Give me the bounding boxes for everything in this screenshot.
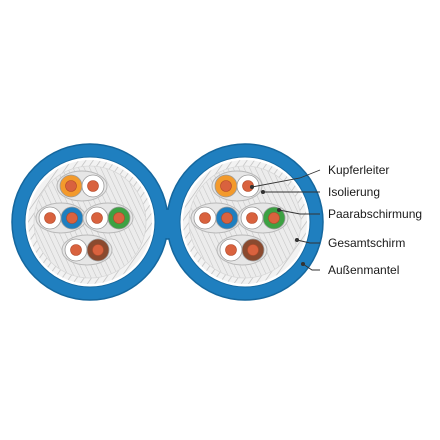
left-cable-pairs: [35, 170, 134, 266]
label-pair-shield: Paarabschirmung: [328, 207, 422, 221]
copper-conductor: [65, 180, 77, 192]
right-cable-pairs: [190, 170, 289, 266]
pair-brown: [216, 234, 268, 266]
leader-dot-copper: [249, 184, 255, 190]
leader-dot-insulation: [260, 189, 266, 195]
leader-copper: [251, 169, 321, 188]
copper-conductor: [70, 244, 82, 256]
copper-conductor: [225, 244, 237, 256]
copper-conductor: [91, 212, 103, 224]
leader-lines: [249, 169, 321, 271]
label-overall-shield: Gesamtschirm: [328, 236, 405, 250]
copper-conductor: [246, 212, 258, 224]
leader-dot-outer-jacket: [300, 261, 306, 267]
leader-dot-overall-shield: [294, 237, 300, 243]
leader-pair-shield: [278, 209, 320, 215]
copper-conductor: [66, 212, 78, 224]
copper-conductor: [268, 212, 280, 224]
copper-conductor: [92, 244, 104, 256]
pair-brown: [61, 234, 113, 266]
pair-blue: [35, 202, 87, 234]
leader-outer-jacket: [302, 263, 320, 271]
copper-conductor: [44, 212, 56, 224]
pair-orange: [211, 170, 263, 202]
pair-orange: [56, 170, 108, 202]
pairs-layer: [35, 170, 289, 266]
label-outer-jacket: Außenmantel: [328, 263, 399, 277]
copper-conductor: [221, 212, 233, 224]
copper-conductor: [220, 180, 232, 192]
copper-conductor: [87, 180, 99, 192]
label-copper-conductor: Kupferleiter: [328, 163, 389, 177]
leader-dot-pair-shield: [276, 207, 282, 213]
copper-conductor: [247, 244, 259, 256]
copper-conductor: [113, 212, 125, 224]
pair-green: [82, 202, 134, 234]
pair-green: [237, 202, 289, 234]
label-insulation: Isolierung: [328, 185, 380, 199]
copper-conductor: [199, 212, 211, 224]
leader-overall-shield: [296, 239, 320, 244]
pair-blue: [190, 202, 242, 234]
